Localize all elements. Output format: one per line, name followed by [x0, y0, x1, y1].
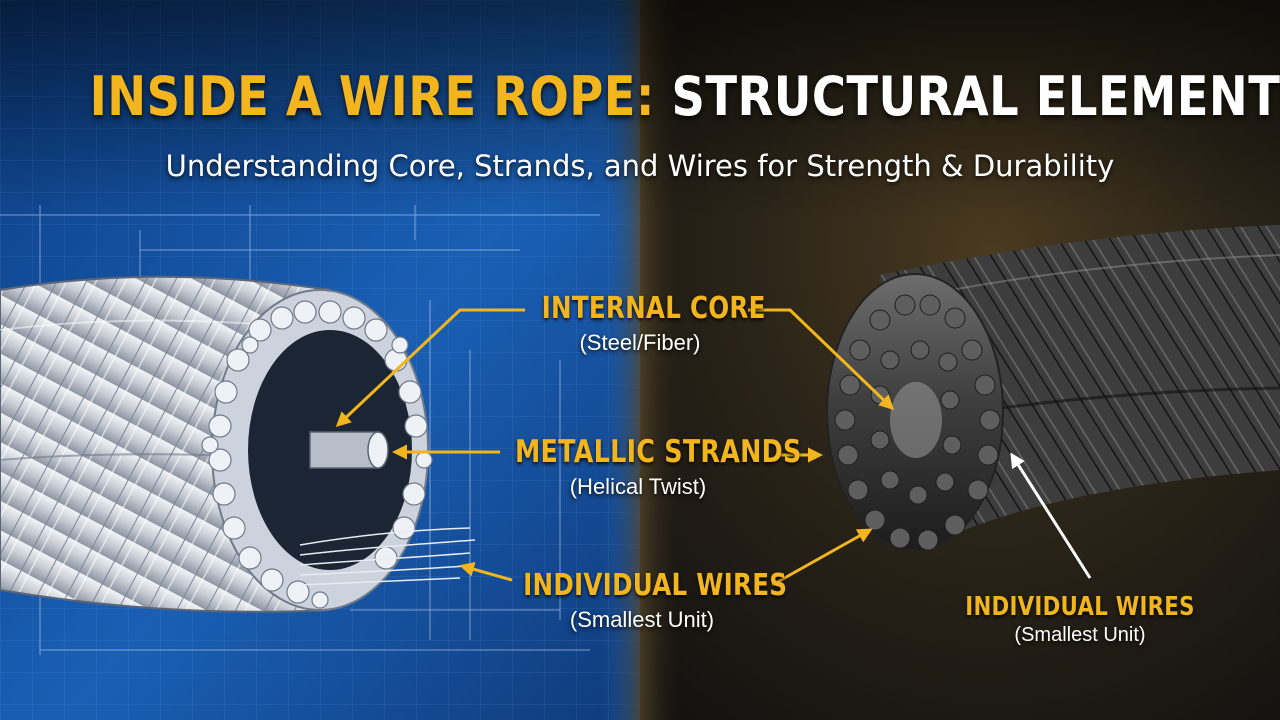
callout-arrows [335, 308, 1092, 587]
title-main: STRUCTURAL ELEMENTS [671, 65, 1280, 128]
arrow-core-left [335, 308, 525, 428]
callout-subtitle: (Steel/Fiber) [579, 330, 701, 355]
arrow-wires-photo [1010, 452, 1092, 579]
page-title: INSIDE A WIRE ROPE: STRUCTURAL ELEMENTS [90, 70, 1280, 124]
callout-subtitle: (Smallest Unit) [1014, 624, 1146, 646]
title-highlight: INSIDE A WIRE ROPE: [89, 65, 655, 128]
arrow-wires-left [459, 562, 513, 582]
callout-individual-wires-center: INDIVIDUAL WIRES (Smallest Unit) [497, 568, 787, 633]
callout-title: INTERNAL CORE [541, 291, 766, 326]
arrow-wires-right [771, 528, 873, 587]
top-shade [0, 0, 1280, 220]
callout-internal-core: INTERNAL CORE (Steel/Fiber) [520, 291, 766, 356]
callout-title: METALLIC STRANDS [515, 434, 802, 470]
callout-metallic-strands: METALLIC STRANDS (Helical Twist) [488, 434, 802, 500]
blueprint-rope-illustration [0, 275, 476, 613]
callout-subtitle: (Smallest Unit) [569, 607, 715, 632]
photo-rope-illustration [826, 225, 1280, 551]
callout-title: INDIVIDUAL WIRES [523, 568, 788, 603]
page-subtitle: Understanding Core, Strands, and Wires f… [165, 149, 1115, 183]
arrow-core-right [748, 308, 895, 411]
callout-title: INDIVIDUAL WIRES [965, 592, 1195, 622]
callout-individual-wires-right: INDIVIDUAL WIRES (Smallest Unit) [940, 592, 1220, 647]
callout-subtitle: (Helical Twist) [569, 474, 707, 499]
